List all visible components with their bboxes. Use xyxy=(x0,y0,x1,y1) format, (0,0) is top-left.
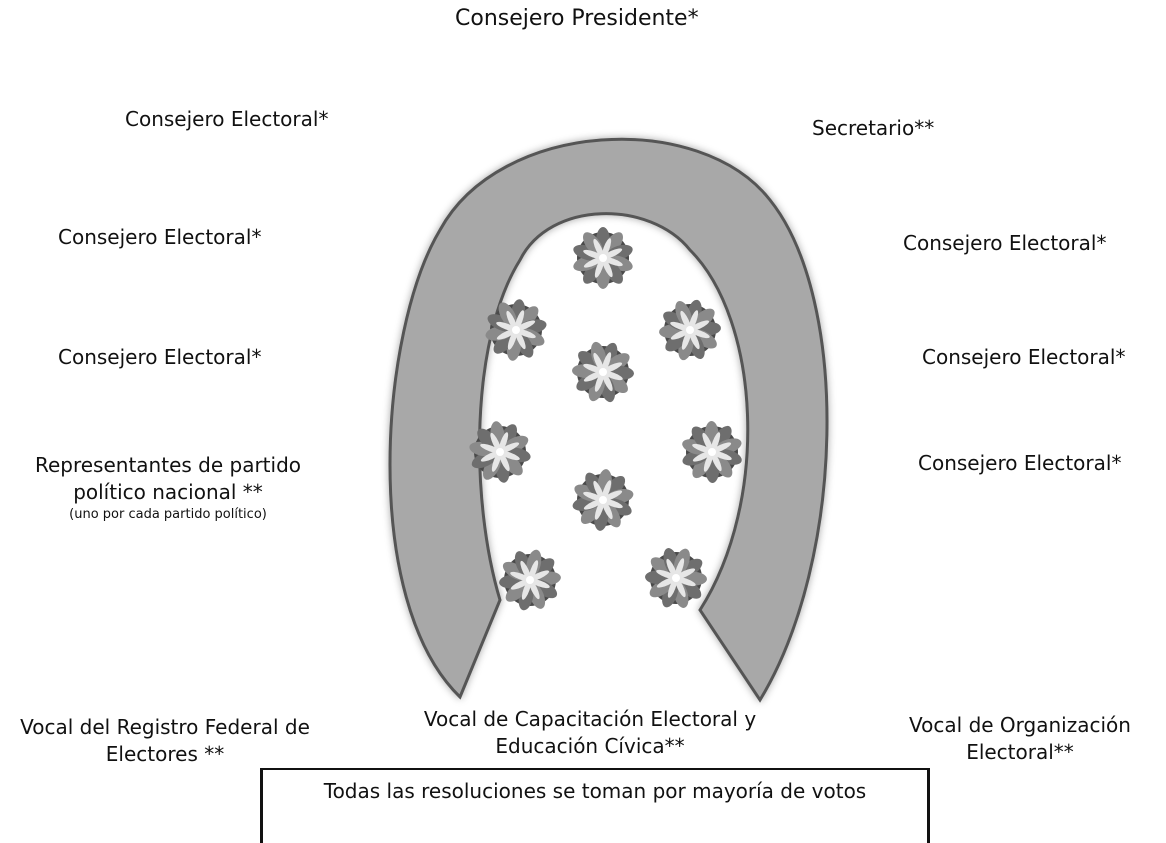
flower-arrangement-icon xyxy=(645,548,707,608)
note-box: Todas las resoluciones se toman por mayo… xyxy=(260,768,930,843)
label-right-consejero-3: Consejero Electoral* xyxy=(918,451,1122,475)
label-secretario: Secretario** xyxy=(812,116,935,140)
label-right-consejero-1: Consejero Electoral* xyxy=(903,231,1107,255)
flower-arrangement-icon xyxy=(572,469,634,531)
representantes-text: Representantes de partido político nacio… xyxy=(34,453,302,504)
label-vocal-registro: Vocal del Registro Federal de Electores … xyxy=(20,715,310,766)
flower-arrangement-icon xyxy=(469,421,531,483)
representantes-note: (uno por cada partido político) xyxy=(69,507,267,522)
note-text: Todas las resoluciones se toman por mayo… xyxy=(323,779,867,803)
horseshoe-table xyxy=(388,137,829,703)
flower-arrangement-icon xyxy=(485,299,547,361)
label-left-consejero-2: Consejero Electoral* xyxy=(58,225,262,249)
label-representantes: Representantes de partido político nacio… xyxy=(18,452,318,524)
label-left-consejero-3: Consejero Electoral* xyxy=(58,345,262,369)
flower-arrangement-icon xyxy=(572,341,634,403)
label-left-consejero-1: Consejero Electoral* xyxy=(125,107,329,131)
flower-arrangement-icon xyxy=(573,227,633,289)
flower-arrangement-icon xyxy=(682,421,742,483)
flower-arrangement-icon xyxy=(499,549,561,611)
label-vocal-organizacion: Vocal de Organización Electoral** xyxy=(909,713,1131,764)
label-consejero-presidente: Consejero Presidente* xyxy=(455,6,699,31)
label-vocal-capacitacion: Vocal de Capacitación Electoral y Educac… xyxy=(423,707,757,758)
flower-arrangement-icon xyxy=(659,299,721,361)
label-right-consejero-2: Consejero Electoral* xyxy=(922,345,1126,369)
